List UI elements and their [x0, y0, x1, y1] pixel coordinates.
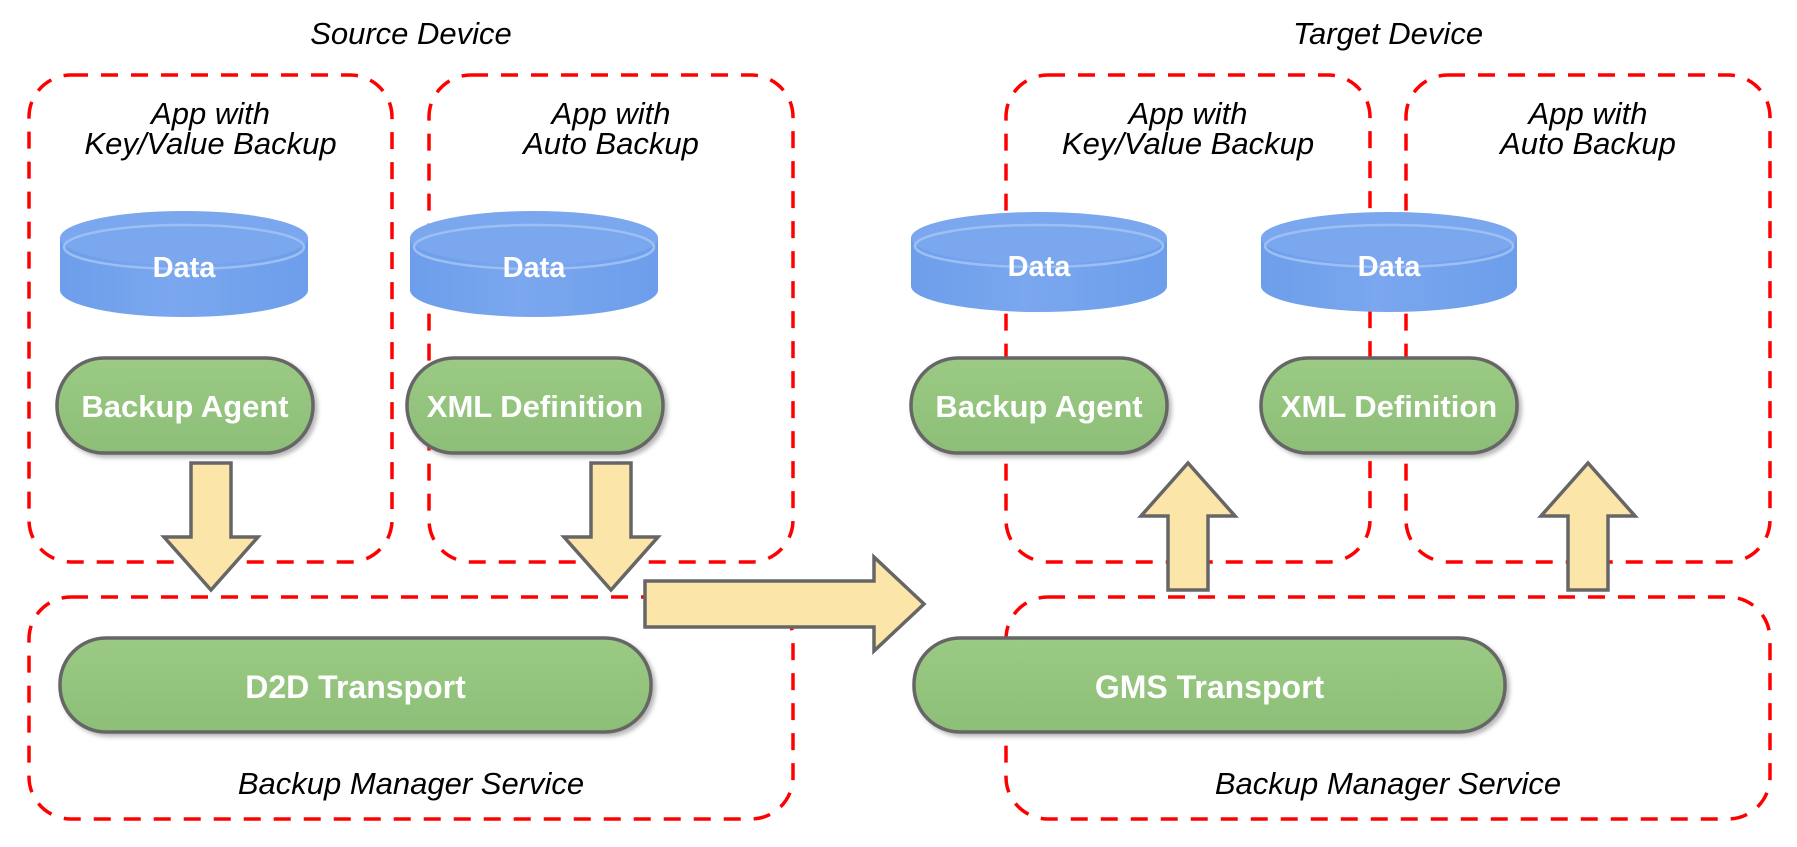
- pill-target-backup-agent: [909, 356, 1169, 455]
- transfer-arrow-d2d-to-gms: [643, 552, 927, 656]
- data-label-source-kv: Data: [152, 252, 216, 284]
- flow-arrow-target-auto: [1537, 460, 1639, 592]
- data-cylinder-source-auto: [410, 211, 658, 317]
- transport-label-d2d: D2D Transport: [245, 669, 466, 705]
- service-label-target: Backup Manager Service: [1214, 766, 1562, 801]
- flow-arrow-source-kv: [160, 461, 262, 593]
- mechanism-label-source-backup-agent: Backup Agent: [81, 389, 289, 424]
- data-cylinder-target-kv: [911, 212, 1167, 312]
- data-cylinder-source-kv: [60, 211, 308, 317]
- data-label-target-kv: Data: [1007, 251, 1071, 283]
- app-label-source-auto-line1: App with: [551, 96, 671, 131]
- mechanism-label-source-xml-definition: XML Definition: [426, 389, 644, 424]
- service-container-target: [1004, 595, 1772, 821]
- pill-target-xml-definition: [1259, 356, 1519, 455]
- app-container-target-auto: [1404, 73, 1772, 564]
- device-title-target: Target Device: [1292, 16, 1484, 51]
- service-label-source: Backup Manager Service: [237, 766, 585, 801]
- flow-arrow-source-auto: [560, 461, 662, 593]
- transport-label-gms: GMS Transport: [1094, 669, 1325, 705]
- pill-source-xml-definition: [405, 356, 665, 455]
- flow-arrow-target-kv: [1137, 460, 1239, 592]
- app-label-source-kv-line2: Key/Value Backup: [84, 126, 337, 161]
- data-label-target-auto: Data: [1357, 251, 1421, 283]
- app-label-target-kv-line2: Key/Value Backup: [1061, 126, 1315, 161]
- app-label-target-kv-line1: App with: [1128, 96, 1248, 131]
- app-label-target-auto-line2: Auto Backup: [1500, 126, 1676, 161]
- device-title-source: Source Device: [310, 16, 512, 51]
- transport-pill-d2d: [58, 636, 653, 734]
- app-label-target-auto-line1: App with: [1528, 96, 1648, 131]
- app-label-source-auto-line2: Auto Backup: [523, 126, 699, 161]
- app-container-source-auto: [427, 73, 795, 564]
- app-container-source-kv: [27, 73, 394, 564]
- pill-source-backup-agent: [55, 356, 315, 455]
- transport-pill-gms: [912, 636, 1507, 734]
- data-label-source-auto: Data: [502, 252, 566, 284]
- mechanism-label-target-xml-definition: XML Definition: [1280, 389, 1498, 424]
- data-cylinder-target-auto: [1261, 212, 1517, 312]
- app-container-target-kv: [1004, 73, 1372, 564]
- app-label-source-kv-line1: App with: [151, 96, 270, 131]
- mechanism-label-target-backup-agent: Backup Agent: [935, 389, 1143, 424]
- service-container-source: [27, 595, 795, 821]
